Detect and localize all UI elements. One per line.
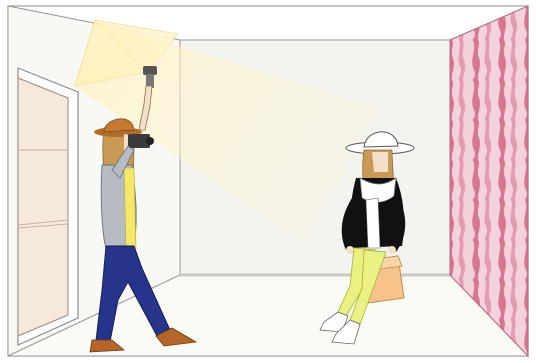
flash-unit xyxy=(143,66,157,75)
door xyxy=(18,68,78,345)
